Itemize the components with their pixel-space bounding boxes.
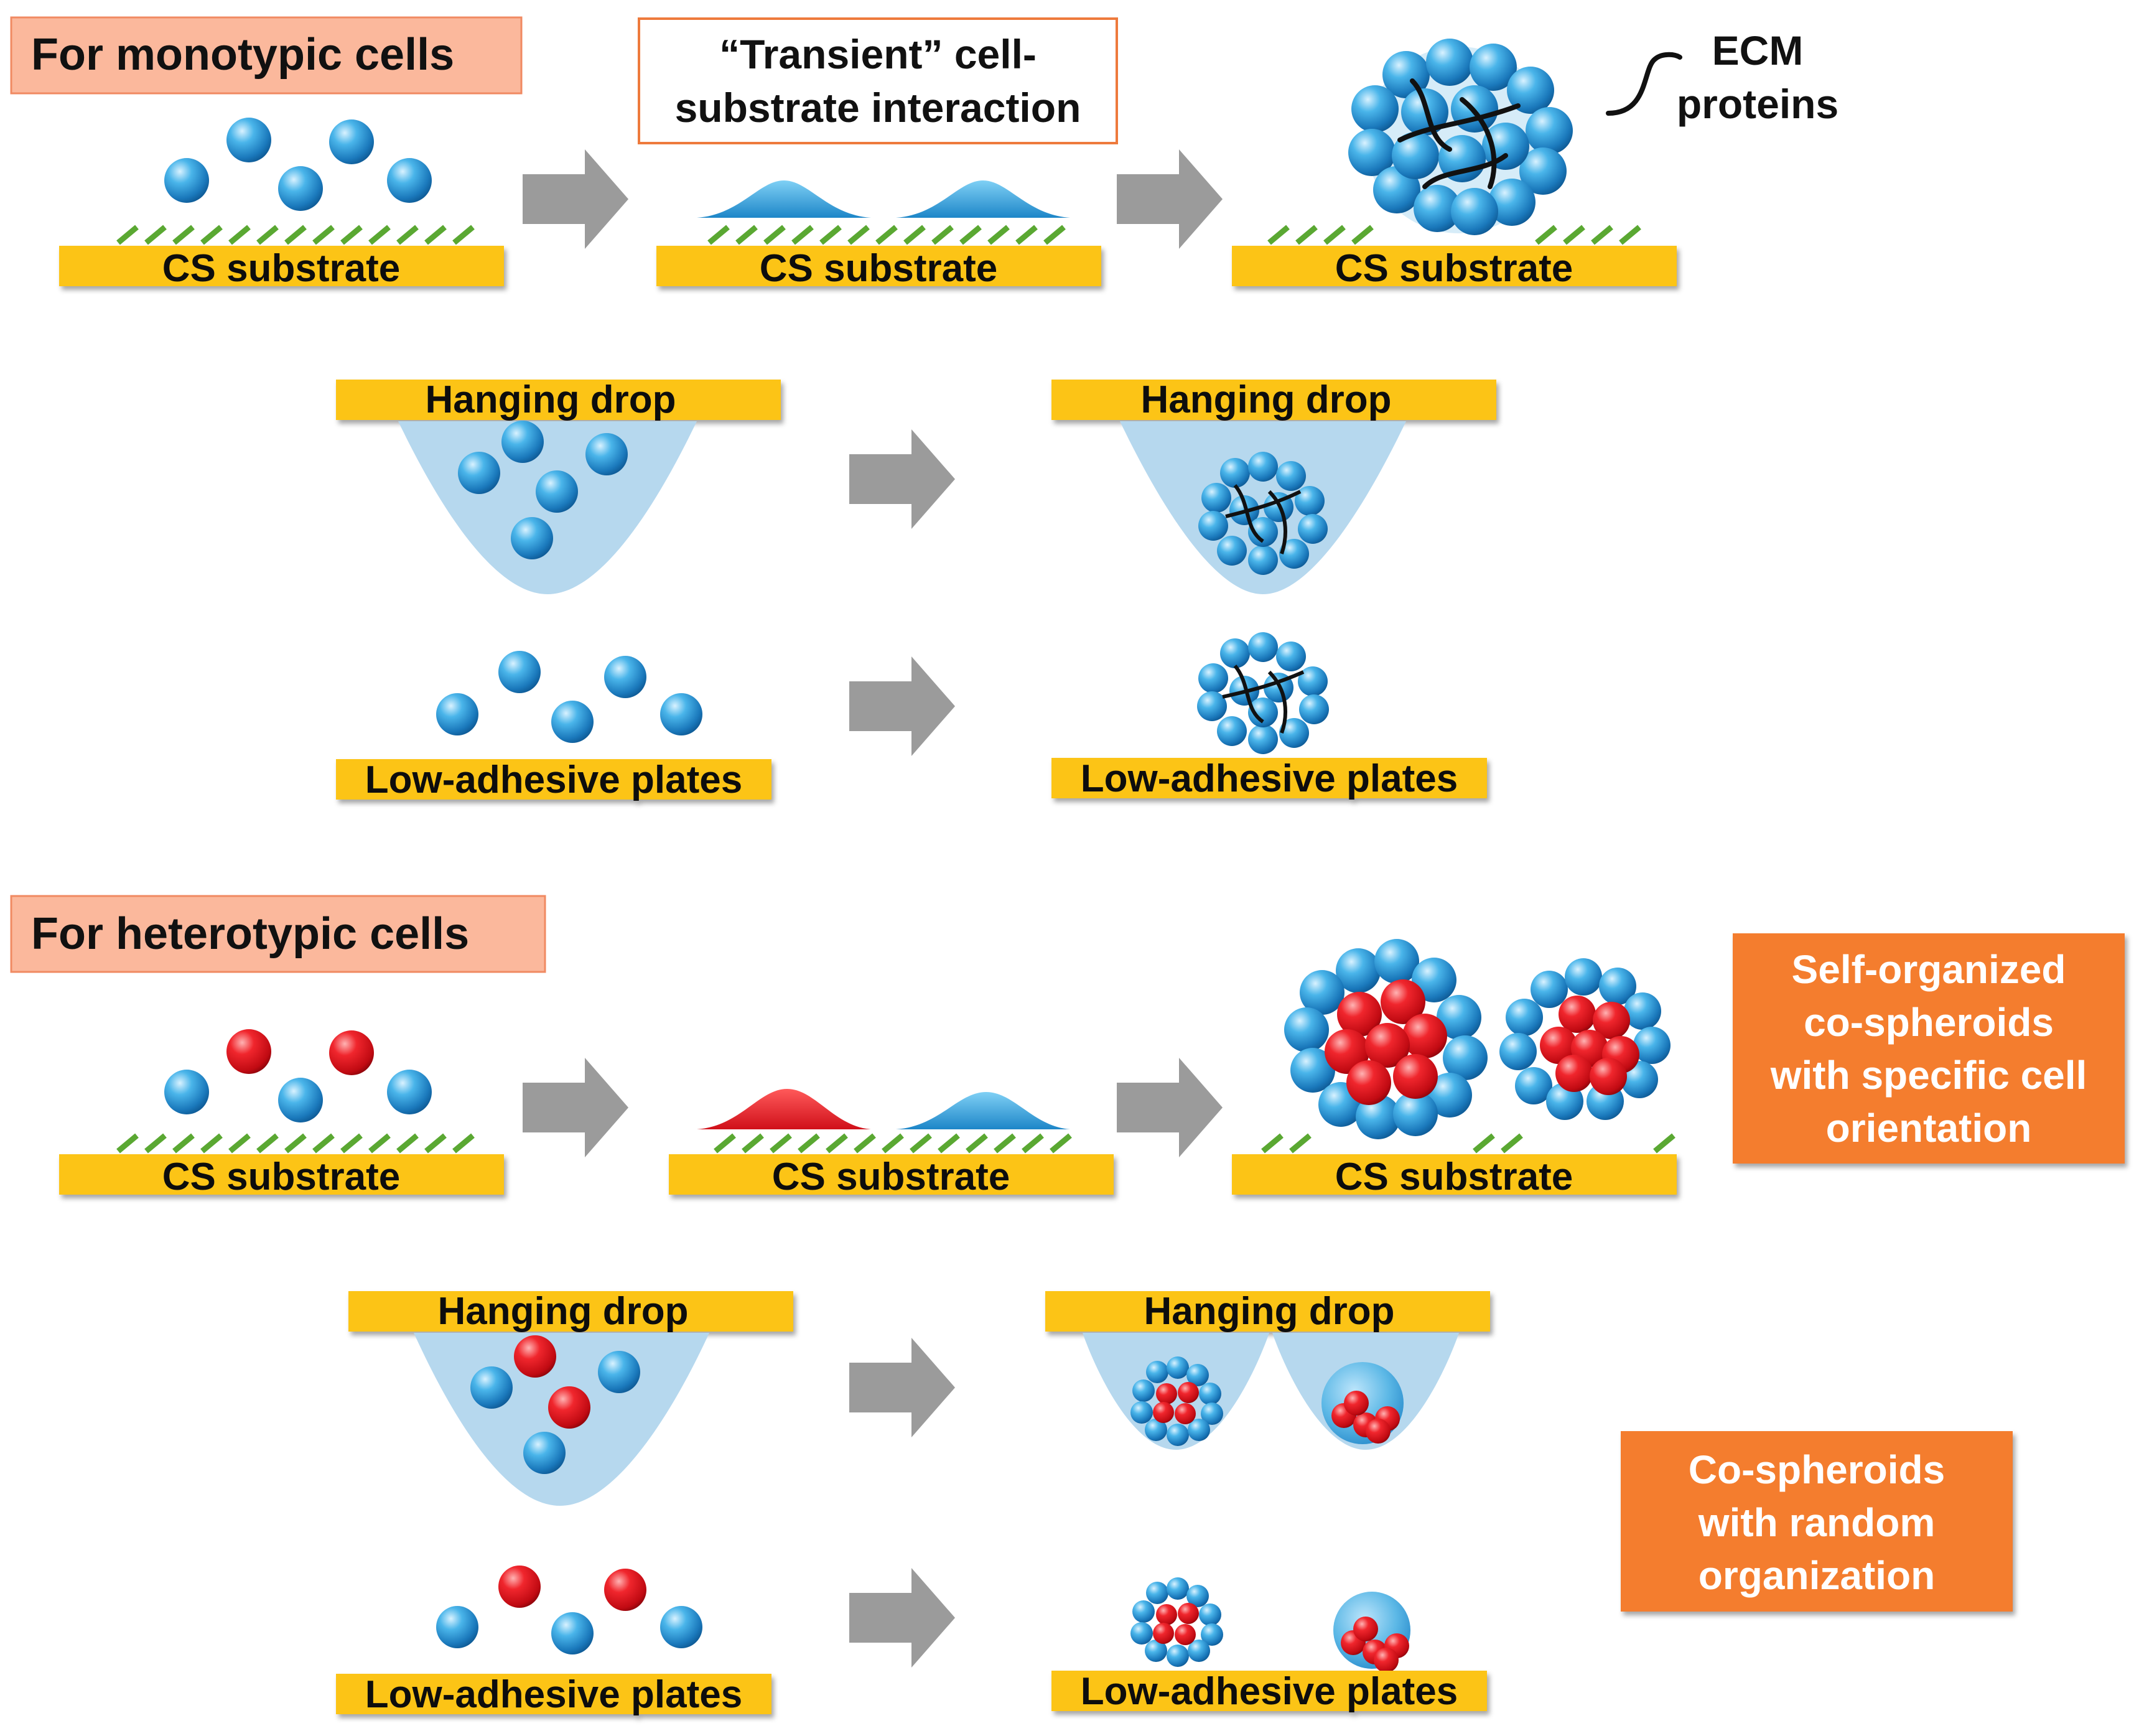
cs-substrate-5: CS substrate <box>669 1154 1114 1198</box>
hanging-drop-plate-hetero-1: Hanging drop <box>348 1290 793 1333</box>
arrow-hetero-4 <box>849 1568 955 1668</box>
svg-text:CS substrate: CS substrate <box>1335 1155 1573 1198</box>
co-spheroid-self-organized-large <box>1284 939 1488 1139</box>
low-adhesive-plate-hetero-2: Low-adhesive plates <box>1051 1670 1487 1713</box>
low-adhesive-plate-mono-2: Low-adhesive plates <box>1051 757 1487 800</box>
chondroitin-lines-6 <box>1261 1133 1675 1154</box>
svg-text:CS substrate: CS substrate <box>162 247 400 290</box>
co-spheroid-random-drop-2 <box>1321 1362 1404 1444</box>
chondroitin-lines-1 <box>116 225 475 245</box>
blue-cells-low-adhesive-mono <box>436 651 702 743</box>
svg-text:Low-adhesive plates: Low-adhesive plates <box>365 758 742 801</box>
svg-text:Low-adhesive plates: Low-adhesive plates <box>365 1673 742 1716</box>
svg-text:organization: organization <box>1699 1553 1935 1598</box>
chondroitin-lines-3 <box>1267 225 1641 245</box>
svg-text:proteins: proteins <box>1677 81 1838 127</box>
blue-cells-scattered-1 <box>164 118 432 211</box>
svg-text:CS substrate: CS substrate <box>772 1155 1010 1198</box>
mixed-cells-drop <box>470 1335 640 1474</box>
cs-substrate-6: CS substrate <box>1232 1154 1677 1198</box>
mixed-cells-low-adhesive <box>436 1566 702 1654</box>
svg-text:Low-adhesive plates: Low-adhesive plates <box>1081 757 1458 800</box>
arrow-hetero-1 <box>523 1058 628 1157</box>
section-header-monotypic: For monotypic cells <box>10 16 523 95</box>
outcome-self-organized: Self-organized co-spheroids with specifi… <box>1733 933 2125 1164</box>
arrow-mono-3 <box>849 429 955 529</box>
svg-text:CS substrate: CS substrate <box>1335 247 1573 290</box>
svg-text:Self-organized: Self-organized <box>1792 947 2066 992</box>
outcome-random: Co-spheroids with random organization <box>1621 1431 2013 1612</box>
chondroitin-lines-2 <box>707 225 1066 245</box>
hanging-drop-plate-mono-2: Hanging drop <box>1051 378 1496 421</box>
svg-text:For heterotypic cells: For heterotypic cells <box>31 909 469 959</box>
section-header-heterotypic: For heterotypic cells <box>10 895 546 973</box>
svg-text:with random: with random <box>1698 1500 1935 1545</box>
spheroid-mono-drop <box>1198 452 1328 575</box>
svg-text:substrate interaction: substrate interaction <box>675 85 1081 131</box>
svg-text:Hanging drop: Hanging drop <box>438 1290 689 1333</box>
ecm-proteins-callout: ECM proteins <box>1606 27 1838 127</box>
svg-text:Low-adhesive plates: Low-adhesive plates <box>1081 1670 1458 1713</box>
arrow-mono-4 <box>849 656 955 756</box>
svg-text:Hanging drop: Hanging drop <box>1141 378 1392 421</box>
arrow-mono-2 <box>1117 149 1223 249</box>
chondroitin-lines-4 <box>116 1133 475 1154</box>
cs-substrate-2: CS substrate <box>656 246 1101 290</box>
red-blue-cells-scattered <box>164 1029 432 1122</box>
hanging-drop-plate-hetero-2: Hanging drop <box>1045 1290 1490 1333</box>
blue-cells-drop-mono <box>458 421 628 559</box>
cs-substrate-4: CS substrate <box>59 1154 504 1198</box>
transient-interaction-callout: “Transient” cell- substrate interaction <box>638 17 1118 144</box>
low-adhesive-plate-hetero-1: Low-adhesive plates <box>336 1673 771 1716</box>
svg-text:orientation: orientation <box>1826 1106 2032 1150</box>
svg-text:CS substrate: CS substrate <box>760 247 997 290</box>
svg-text:ECM: ECM <box>1712 27 1804 73</box>
low-adhesive-plate-mono-1: Low-adhesive plates <box>336 758 771 801</box>
co-spheroid-random-drop-1 <box>1130 1356 1223 1446</box>
arrow-mono-1 <box>523 149 628 249</box>
svg-text:“Transient” cell-: “Transient” cell- <box>719 31 1037 77</box>
spheroid-mono-low-adhesive <box>1197 632 1329 754</box>
spheroid-mono-cs <box>1348 39 1573 235</box>
svg-text:Hanging drop: Hanging drop <box>1144 1290 1395 1333</box>
svg-text:Co-spheroids: Co-spheroids <box>1689 1447 1945 1492</box>
svg-text:For monotypic cells: For monotypic cells <box>31 30 454 80</box>
co-spheroid-random-low-1 <box>1130 1577 1223 1667</box>
cs-substrate-1: CS substrate <box>59 246 504 290</box>
hanging-drop-plate-mono-1: Hanging drop <box>336 378 781 421</box>
cs-substrate-3: CS substrate <box>1232 246 1677 290</box>
chondroitin-lines-5 <box>714 1133 1072 1154</box>
arrow-hetero-3 <box>849 1338 955 1437</box>
co-spheroid-self-organized-small <box>1499 958 1671 1120</box>
svg-text:Hanging drop: Hanging drop <box>426 378 676 421</box>
co-spheroid-random-low-2 <box>1333 1592 1410 1673</box>
svg-text:with specific cell: with specific cell <box>1770 1053 2087 1098</box>
svg-text:CS substrate: CS substrate <box>162 1155 400 1198</box>
spread-cells-hetero <box>697 1089 1070 1129</box>
spread-blue-cells-mono <box>697 180 1070 218</box>
svg-text:co-spheroids: co-spheroids <box>1804 1000 2054 1045</box>
arrow-hetero-2 <box>1117 1058 1223 1157</box>
